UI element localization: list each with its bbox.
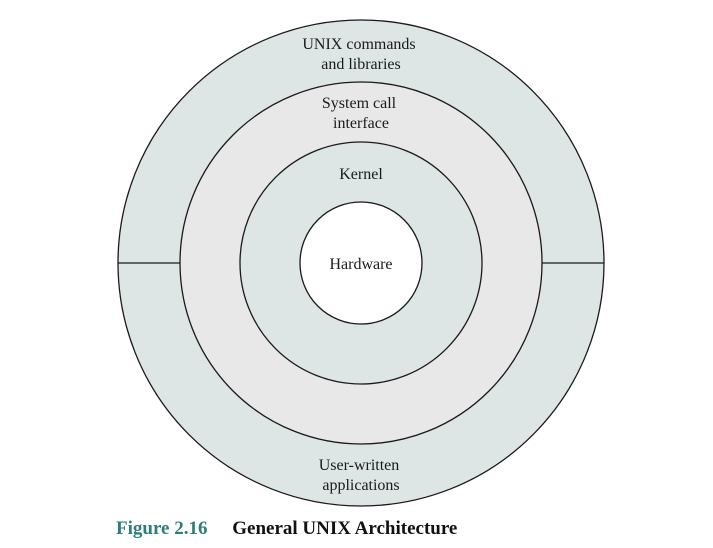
figure-caption: Figure 2.16 General UNIX Architecture [116,518,457,540]
user-applications-label: User-written applications [319,457,404,494]
syscall-label-line-2: interface [333,115,389,132]
hardware-label: Hardware [329,256,392,273]
hardware-label-line-1: Hardware [329,256,392,273]
commands-label-line-2: and libraries [321,56,401,73]
user-apps-label-line-2: applications [322,477,399,494]
figure-number: Figure 2.16 [116,518,208,539]
figure-title: General UNIX Architecture [232,518,458,539]
syscall-label-line-1: System call [322,95,397,112]
user-apps-label-line-1: User-written [319,457,400,474]
commands-label-line-1: UNIX commands [302,36,415,53]
kernel-label: Kernel [339,166,383,183]
commands-libraries-label: UNIX commands and libraries [302,36,419,73]
kernel-label-line-1: Kernel [339,166,383,183]
hardware-core [299,201,423,325]
system-call-interface-label: System call interface [322,95,400,132]
